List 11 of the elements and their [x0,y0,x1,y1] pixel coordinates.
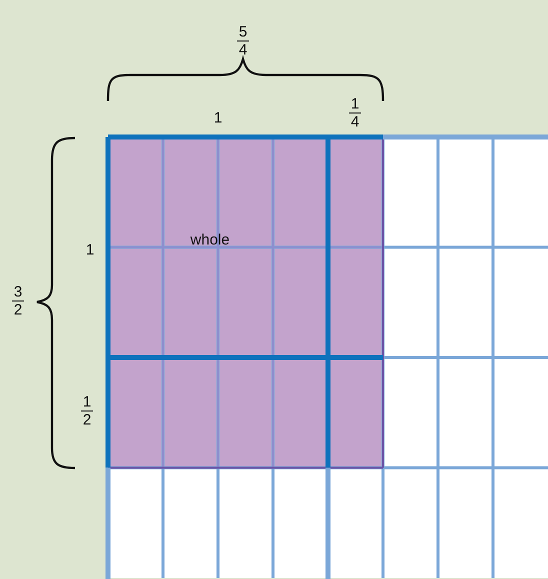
dimension-label: 1 [86,242,94,258]
fraction-numerator: 3 [14,284,22,300]
fraction-denominator: 4 [350,114,360,130]
fraction-numerator: 5 [238,24,248,40]
dimension-label: 1 [214,110,222,126]
fraction-denominator: 4 [238,42,248,58]
fraction-denominator: 2 [82,412,92,428]
grid-label: whole [190,232,230,248]
fraction-numerator: 1 [82,394,92,410]
fraction-numerator: 1 [350,96,360,112]
fraction-denominator: 2 [14,302,22,318]
